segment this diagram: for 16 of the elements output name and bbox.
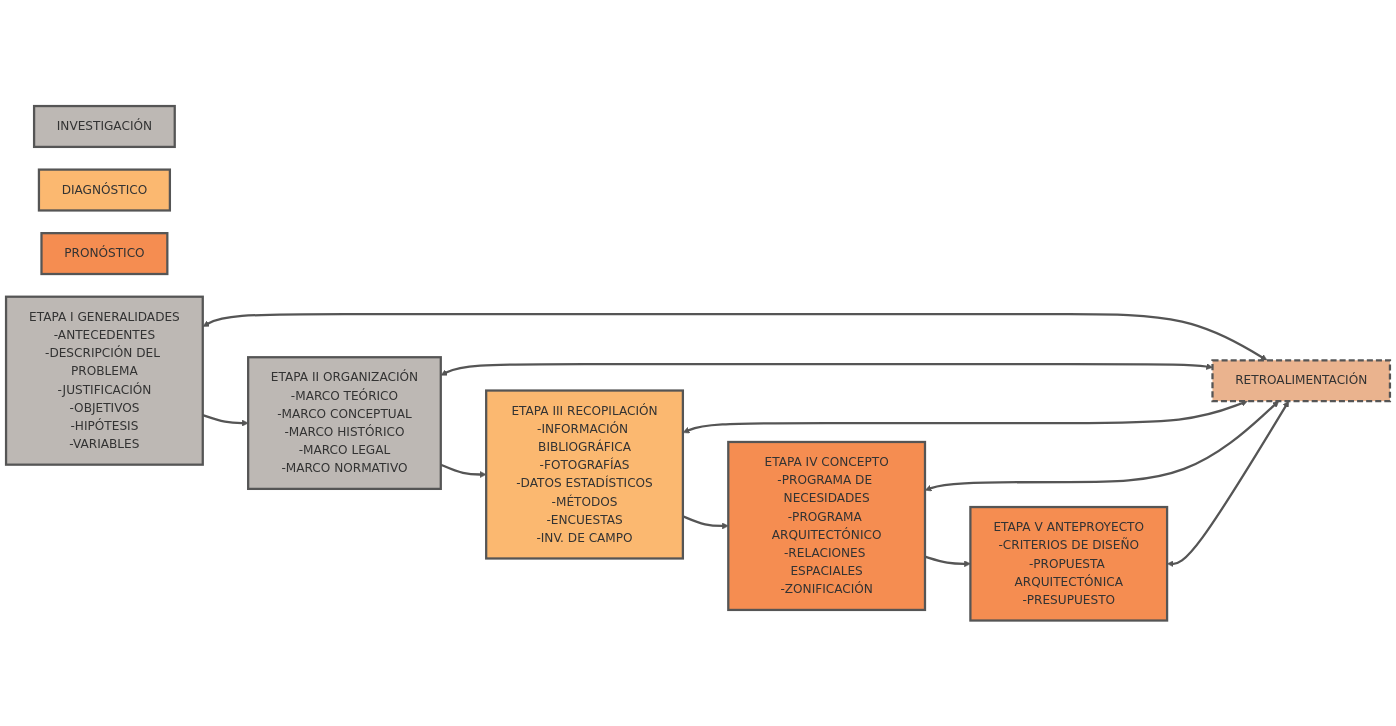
node-box: INVESTIGACIÓN — [32, 104, 176, 148]
node-box: ETAPA IV CONCEPTO -PROGRAMA DE NECESIDADES -PROGRAMA ARQUITECTÓNICO -RELACIONES ESPACIALES -ZONIFICACIÓN — [727, 440, 927, 611]
arrow — [682, 514, 729, 529]
arrow — [440, 463, 487, 478]
node-box: DIAGNÓSTICO — [37, 168, 171, 212]
node-box: ETAPA V ANTEPROYECTO -CRITERIOS DE DISEÑO -PROPUESTA ARQUITECTÓNICA -PRESUPUESTO — [969, 505, 1169, 622]
node-box: RETROALIMENTACIÓN — [1211, 358, 1392, 402]
node-box: ETAPA III RECOPILACIÓN -INFORMACIÓN BIBLIOGRÁFICA -FOTOGRAFÍAS -DATOS ESTADÍSTICOS -MÉTODOS -ENCUESTAS -INV. DE CAMPO — [485, 389, 685, 560]
node-box: ETAPA II ORGANIZACIÓN -MARCO TEÓRICO -MARCO CONCEPTUAL -MARCO HISTÓRICO -MARCO LEGAL -MARCO NORMATIVO — [247, 355, 442, 490]
arrow — [440, 362, 1213, 376]
arrow — [924, 400, 1280, 491]
arrow — [1167, 400, 1290, 567]
node-box: PRONÓSTICO — [40, 231, 169, 275]
node-box: ETAPA I GENERALIDADES -ANTECEDENTES -DESCRIPCIÓN DEL PROBLEMA -JUSTIFICACIÓN -OBJETIVOS -HIPÓTESIS -VARIABLES — [4, 295, 204, 466]
arrow — [924, 555, 971, 567]
arrow — [202, 413, 249, 427]
